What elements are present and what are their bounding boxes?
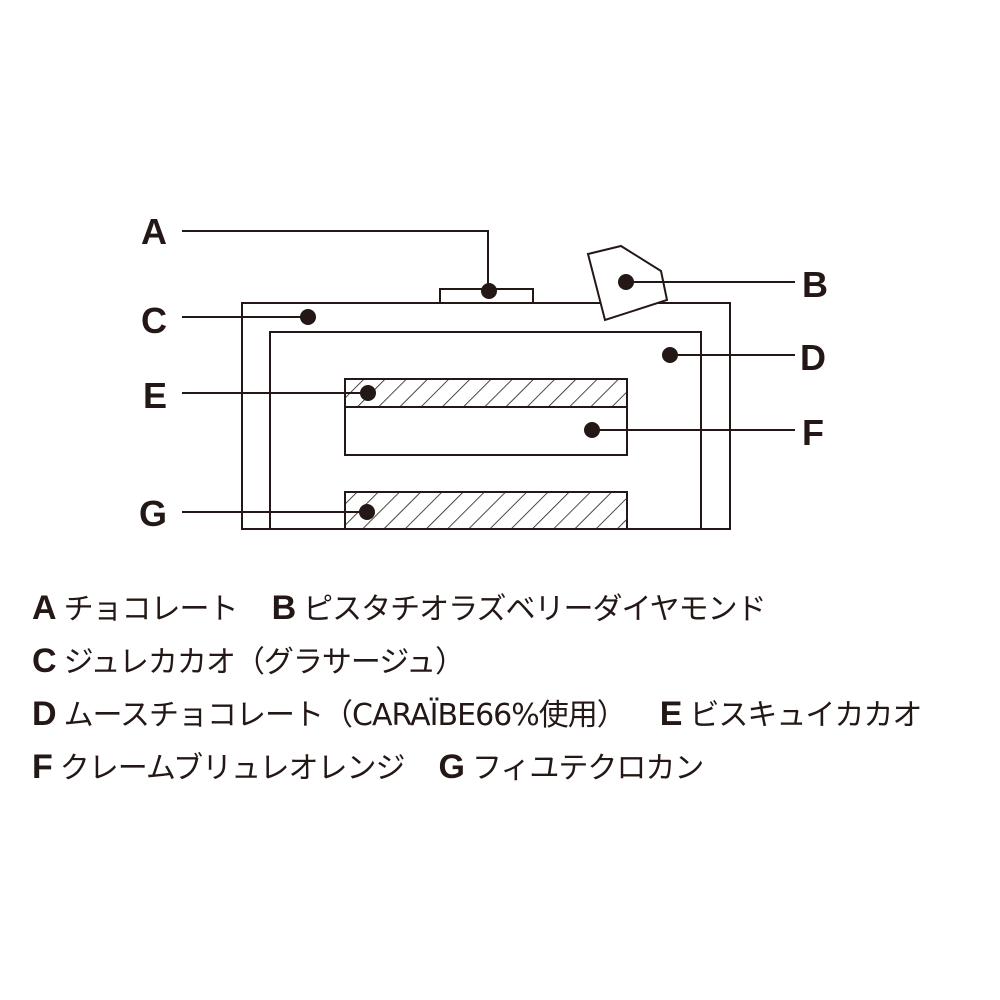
legend-key-c: C bbox=[32, 642, 57, 680]
marker-label-d: D bbox=[800, 337, 826, 378]
legend-key-g: G bbox=[438, 748, 464, 786]
marker-label-b: B bbox=[802, 264, 828, 305]
legend-text-a: チョコレート bbox=[63, 592, 239, 627]
marker-dot-d bbox=[662, 347, 678, 363]
marker-label-a: A bbox=[141, 211, 167, 252]
marker-dot-g bbox=[359, 504, 375, 520]
legend-key-e: E bbox=[659, 695, 683, 733]
layer-e-biscuit bbox=[344, 378, 628, 408]
legend-text-f: クレームブリュレオレンジ bbox=[59, 751, 406, 786]
marker-dot-e bbox=[360, 385, 376, 401]
legend-text-c: ジュレカカオ（グラサージュ） bbox=[63, 645, 466, 680]
legend-key-f: F bbox=[32, 748, 53, 786]
marker-dot-c bbox=[300, 309, 316, 325]
marker-dot-a bbox=[481, 283, 497, 299]
legend-text-d: ムースチョコレート（CARAÏBE66%使用） bbox=[63, 698, 627, 733]
marker-label-g: G bbox=[139, 493, 167, 534]
legend-key-b: B bbox=[271, 589, 297, 627]
marker-label-f: F bbox=[802, 412, 824, 453]
legend-key-a: A bbox=[32, 589, 57, 627]
legend-key-d: D bbox=[32, 695, 57, 733]
marker-label-e: E bbox=[143, 375, 167, 416]
legend-text-b: ピスタチオラズベリーダイヤモンド bbox=[303, 592, 766, 627]
legend-text-e: ビスキュイカカオ bbox=[689, 698, 922, 733]
layer-g-feuillete bbox=[344, 491, 628, 530]
marker-label-c: C bbox=[141, 300, 167, 341]
cake-cross-section-diagram: A B C D E F G bbox=[139, 211, 828, 534]
leader-line-a bbox=[182, 230, 489, 291]
legend-text-g: フィユテクロカン bbox=[471, 751, 704, 786]
marker-dot-b bbox=[618, 274, 634, 290]
marker-dot-f bbox=[584, 422, 600, 438]
